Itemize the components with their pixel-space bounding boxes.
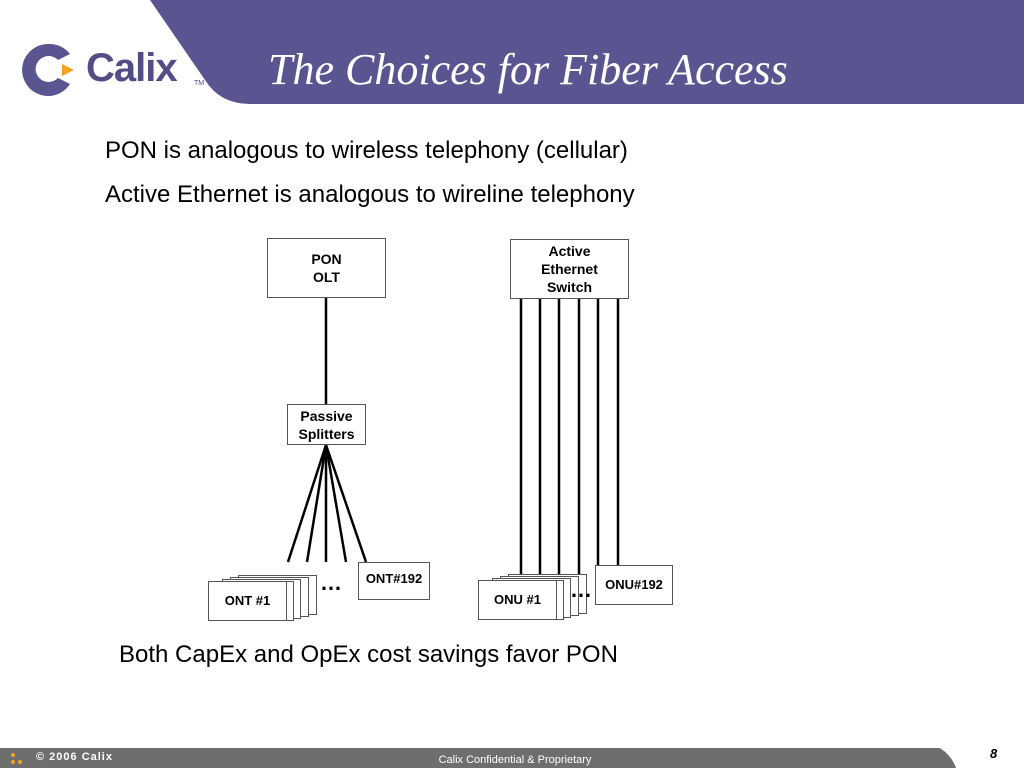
logo-trademark: TM bbox=[194, 80, 205, 87]
footer-band bbox=[0, 748, 956, 768]
ont-ellipsis: … bbox=[320, 570, 342, 595]
active-ethernet-switch-box: Active Ethernet Switch bbox=[510, 239, 629, 299]
pon-olt-line2: OLT bbox=[313, 269, 340, 285]
switch-line1: Active bbox=[548, 243, 591, 259]
onu-last-label: ONU#192 bbox=[605, 577, 663, 592]
passive-splitters-box: Passive Splitters bbox=[287, 404, 366, 445]
page-number: 8 bbox=[990, 746, 998, 761]
ont-last-label: ONT#192 bbox=[365, 571, 423, 586]
splitters-line2: Splitters bbox=[298, 425, 355, 442]
switch-line2: Ethernet bbox=[541, 261, 598, 277]
pon-olt-box: PON OLT bbox=[267, 238, 386, 298]
calix-logo: Calix TM bbox=[18, 40, 204, 104]
onu-first-box: ONU #1 bbox=[478, 580, 557, 620]
bullet-pon: PON is analogous to wireless telephony (… bbox=[105, 137, 628, 164]
splitters-line1: Passive bbox=[300, 407, 353, 424]
footer-dots-icon bbox=[11, 753, 22, 764]
bullet-active-ethernet: Active Ethernet is analogous to wireline… bbox=[105, 181, 635, 208]
ont-last-box: ONT#192 bbox=[358, 562, 430, 600]
bullet-cost-savings: Both CapEx and OpEx cost savings favor P… bbox=[119, 641, 618, 668]
page-title: The Choices for Fiber Access bbox=[268, 45, 788, 94]
calix-c-icon bbox=[22, 43, 74, 96]
pon-olt-line1: PON bbox=[311, 251, 342, 267]
splitter-drop-line bbox=[324, 444, 368, 563]
onu-ellipsis: … bbox=[570, 577, 592, 602]
switch-line3: Switch bbox=[546, 279, 593, 295]
ont-first-label: ONT #1 bbox=[224, 593, 271, 608]
ont-first-box: ONT #1 bbox=[208, 581, 287, 621]
footer-confidential: Calix Confidential & Proprietary bbox=[438, 754, 592, 766]
splitter-drop-line bbox=[286, 444, 328, 563]
onu-last-box: ONU#192 bbox=[595, 565, 673, 605]
onu-first-label: ONU #1 bbox=[494, 592, 541, 607]
header-band bbox=[150, 0, 1024, 104]
splitter-drop-line bbox=[305, 444, 328, 563]
splitter-drop-line bbox=[324, 444, 348, 563]
logo-wordmark: Calix bbox=[86, 46, 178, 90]
footer-copyright: © 2006 Calix bbox=[36, 751, 113, 763]
